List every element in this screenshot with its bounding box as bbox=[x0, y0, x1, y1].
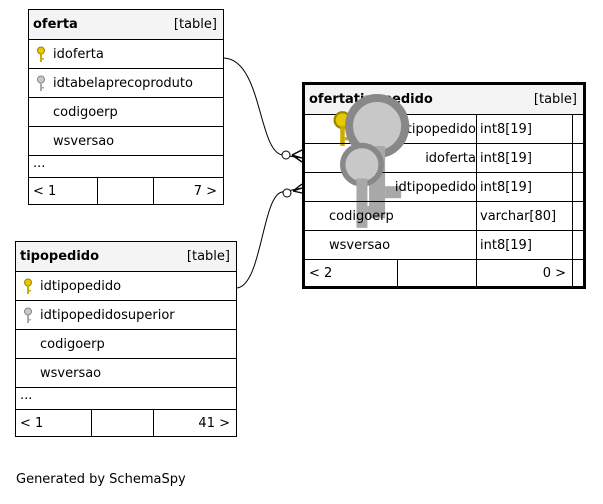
table-kind: [table] bbox=[533, 92, 577, 107]
column-name: codigoerp bbox=[53, 104, 118, 120]
child-count[interactable]: 41 > bbox=[153, 410, 236, 436]
table-tipopedido[interactable]: tipopedido [table] idtipopedido idtipope… bbox=[15, 241, 237, 437]
column-row[interactable]: wsversao int8[19] bbox=[305, 230, 583, 259]
table-footer: < 1 7 > bbox=[29, 177, 223, 204]
table-oferta[interactable]: oferta [table] idoferta idtabelaprecopro… bbox=[28, 9, 224, 205]
table-kind: [table] bbox=[173, 17, 217, 32]
column-name: idtipopedido bbox=[394, 179, 476, 195]
relation-end-circle bbox=[282, 188, 292, 198]
parent-count[interactable]: < 1 bbox=[20, 415, 44, 431]
more-columns: ... bbox=[29, 155, 223, 177]
parent-count[interactable]: < 2 bbox=[309, 265, 333, 281]
column-name: wsversao bbox=[329, 237, 391, 253]
table-kind: [table] bbox=[186, 249, 230, 264]
table-name: tipopedido bbox=[20, 249, 100, 264]
foreign-key-icon bbox=[24, 307, 32, 323]
child-count[interactable]: 7 > bbox=[153, 178, 223, 204]
generated-by-credit: Generated by SchemaSpy bbox=[16, 472, 186, 487]
relation-end-circle bbox=[281, 150, 291, 160]
table-footer: < 2 0 > bbox=[305, 259, 583, 286]
column-name: wsversao bbox=[53, 133, 115, 149]
crowfoot-marker bbox=[291, 149, 303, 163]
column-type: int8[19] bbox=[476, 173, 572, 201]
relation-tipopedido-to-ofertatipopedido bbox=[236, 187, 303, 289]
column-row[interactable]: idtipopedido bbox=[16, 271, 236, 300]
column-name: idtipopedido bbox=[40, 278, 122, 294]
column-type: int8[19] bbox=[476, 144, 572, 172]
column-row[interactable]: codigoerp bbox=[29, 97, 223, 126]
column-type: int8[19] bbox=[476, 115, 572, 143]
footer-spacer bbox=[97, 178, 153, 204]
column-row[interactable]: codigoerp bbox=[16, 329, 236, 358]
primary-key-icon bbox=[24, 278, 32, 294]
column-name: wsversao bbox=[40, 365, 102, 381]
column-name: idoferta bbox=[425, 150, 476, 166]
footer-spacer bbox=[91, 410, 153, 436]
column-row[interactable]: idtipopedido int8[19] bbox=[305, 143, 583, 229]
column-name: codigoerp bbox=[40, 336, 105, 352]
column-row[interactable]: wsversao bbox=[16, 358, 236, 387]
child-count[interactable]: 0 > bbox=[476, 260, 572, 286]
column-name: idtipopedidosuperior bbox=[40, 307, 175, 323]
table-name: oferta bbox=[33, 17, 78, 32]
column-row[interactable]: codigoerp varchar[80] bbox=[305, 201, 583, 230]
foreign-key-icon bbox=[339, 143, 384, 229]
column-row[interactable]: idtabelaprecoproduto bbox=[29, 68, 223, 97]
column-name: idtabelaprecoproduto bbox=[53, 75, 193, 91]
parent-count[interactable]: < 1 bbox=[33, 183, 57, 199]
primary-key-icon bbox=[37, 46, 45, 62]
column-row[interactable]: wsversao bbox=[29, 126, 223, 155]
table-ofertatipopedido[interactable]: ofertatipopedido [table] idofertatipoped… bbox=[302, 82, 586, 289]
footer-spacer bbox=[397, 260, 476, 286]
table-header: tipopedido [table] bbox=[16, 242, 236, 271]
relation-oferta-to-ofertatipopedido bbox=[223, 57, 303, 159]
crowfoot-marker bbox=[292, 183, 303, 194]
foreign-key-icon bbox=[37, 75, 45, 91]
column-name: codigoerp bbox=[329, 208, 394, 224]
column-row[interactable]: idoferta bbox=[29, 39, 223, 68]
column-type: int8[19] bbox=[476, 231, 572, 259]
column-type: varchar[80] bbox=[476, 202, 572, 230]
more-columns: ... bbox=[16, 387, 236, 409]
column-name: idoferta bbox=[53, 46, 104, 62]
table-header: oferta [table] bbox=[29, 10, 223, 39]
column-row[interactable]: idtipopedidosuperior bbox=[16, 300, 236, 329]
table-footer: < 1 41 > bbox=[16, 409, 236, 436]
